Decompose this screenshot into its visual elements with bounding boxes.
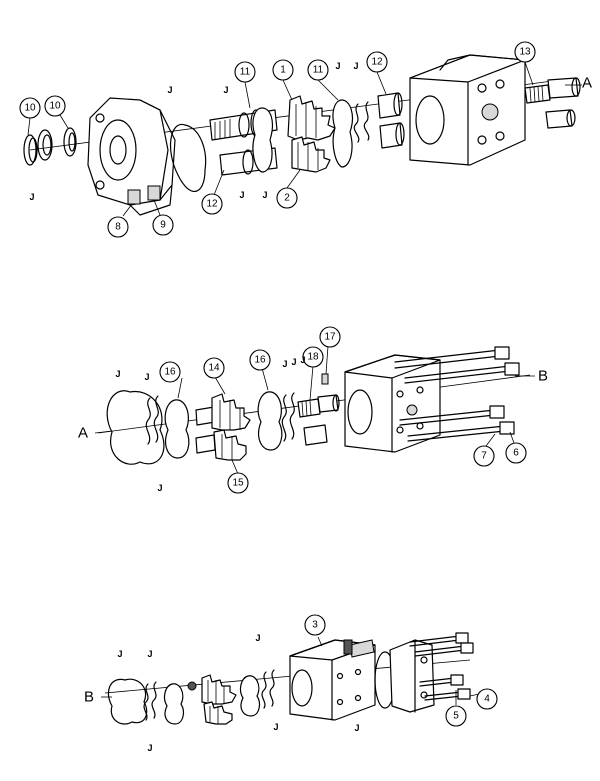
wear-plate [239, 675, 261, 717]
gasket [170, 123, 207, 193]
callout-1: 1 [272, 59, 294, 81]
label-j: J [354, 723, 359, 733]
callout-10b: 10 [44, 95, 66, 117]
svg-text:14: 14 [208, 363, 220, 374]
label-j: J [167, 85, 172, 95]
wear-plate [257, 391, 283, 451]
connector-letter-b: B [538, 368, 548, 385]
callout-9: 9 [152, 214, 174, 236]
callout-18: 18 [302, 346, 324, 368]
svg-text:1: 1 [280, 65, 286, 76]
seal-ring [37, 129, 53, 161]
label-j: J [353, 61, 358, 71]
gear-pair [287, 95, 336, 173]
label-j: J [273, 722, 278, 732]
fitting [343, 639, 375, 658]
svg-text:2: 2 [284, 193, 290, 204]
seal-ring [63, 127, 77, 157]
svg-text:10: 10 [49, 101, 61, 112]
pump-housing [409, 54, 526, 166]
label-j: J [144, 372, 149, 382]
callout-3: 3 [304, 614, 326, 636]
svg-text:6: 6 [513, 448, 519, 459]
tie-bolt [409, 632, 474, 701]
callout-11b: 11 [307, 59, 329, 81]
label-j: J [115, 369, 120, 379]
label-j: J [300, 355, 305, 365]
svg-text:8: 8 [115, 222, 121, 233]
splined-coupling [524, 77, 581, 104]
snap-ring [23, 134, 38, 166]
bottom-assembly: 3 4 5 J J J J J J B [84, 614, 498, 753]
bushing [379, 122, 405, 149]
bolt [127, 185, 161, 205]
svg-text:13: 13 [519, 47, 531, 58]
svg-text:11: 11 [240, 67, 251, 78]
callout-16a: 16 [159, 361, 181, 383]
gear-pair [211, 393, 251, 461]
top-assembly: 10 10 11 1 11 12 13 8 9 12 2 J J J J J J… [19, 41, 592, 238]
gasket [107, 678, 148, 725]
callout-15: 15 [227, 472, 249, 494]
end-cover-housing [289, 639, 376, 721]
label-j: J [262, 190, 267, 200]
label-j: J [255, 633, 260, 643]
connector-letter-a: A [582, 75, 592, 92]
callout-6: 6 [505, 442, 527, 464]
label-j: J [157, 483, 162, 493]
connector-letter-a: A [78, 425, 88, 442]
callout-16b: 16 [249, 349, 271, 371]
label-j: J [282, 359, 287, 369]
callout-17: 17 [319, 326, 341, 348]
callout-10a: 10 [19, 97, 41, 119]
svg-text:16: 16 [164, 367, 176, 378]
bushing [545, 109, 576, 129]
label-j: J [335, 61, 340, 71]
front-flange [87, 97, 176, 216]
svg-text:18: 18 [307, 352, 319, 363]
tie-bolt [394, 346, 520, 442]
svg-text:17: 17 [324, 332, 336, 343]
callout-12b: 12 [201, 193, 223, 215]
callout-14: 14 [203, 357, 225, 379]
svg-text:15: 15 [232, 478, 244, 489]
wear-plate [163, 683, 185, 725]
wear-plate [332, 99, 354, 168]
section-housing [344, 354, 441, 453]
label-j: J [117, 649, 122, 659]
svg-text:11: 11 [313, 65, 324, 76]
svg-text:12: 12 [206, 199, 218, 210]
svg-text:3: 3 [312, 620, 318, 631]
svg-text:5: 5 [453, 711, 459, 722]
svg-text:16: 16 [254, 355, 266, 366]
callout-5: 5 [445, 705, 467, 727]
callout-11a: 11 [234, 61, 256, 83]
middle-assembly: 16 14 16 17 18 15 7 6 J J J J J J A B [78, 326, 548, 494]
svg-text:9: 9 [160, 220, 166, 231]
gasket [106, 390, 165, 465]
callout-2: 2 [276, 187, 298, 209]
label-j: J [29, 192, 34, 202]
label-j: J [239, 190, 244, 200]
callout-8: 8 [107, 216, 129, 238]
svg-text:10: 10 [24, 103, 36, 114]
callout-12a: 12 [366, 51, 388, 73]
label-j: J [147, 649, 152, 659]
callout-7: 7 [473, 445, 495, 467]
callout-4: 4 [476, 688, 498, 710]
bushing [377, 92, 403, 119]
svg-text:4: 4 [484, 694, 490, 705]
label-j: J [147, 743, 152, 753]
splined-coupling [297, 394, 340, 418]
wear-plate [164, 399, 190, 459]
svg-text:12: 12 [371, 57, 383, 68]
label-j: J [291, 357, 296, 367]
connector-letter-b: B [84, 689, 94, 706]
wear-plate [252, 107, 274, 173]
svg-text:7: 7 [481, 451, 487, 462]
callout-13: 13 [514, 41, 536, 63]
gear-pair [201, 674, 237, 725]
label-j: J [223, 85, 228, 95]
